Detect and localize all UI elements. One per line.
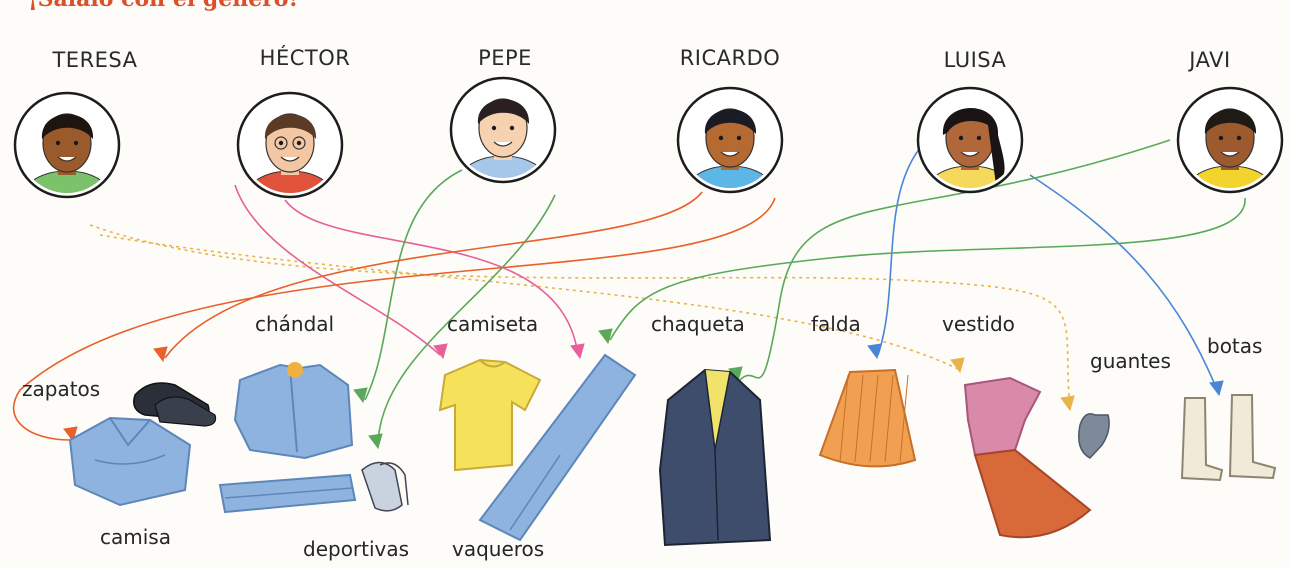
clothing-word-vaqueros: vaqueros	[452, 537, 545, 561]
camisa-illustration	[68, 416, 192, 507]
person-name-luisa: LUISA	[943, 48, 1007, 72]
arrowhead-pepe-deportivas	[368, 433, 383, 450]
people-portraits	[13, 76, 1284, 199]
person-name-pepe: PEPE	[478, 46, 532, 70]
hair	[477, 99, 530, 124]
arrowhead-pepe-chandal	[353, 387, 368, 404]
portrait-hector	[236, 91, 344, 199]
arrowhead-luisa-botas	[1209, 380, 1224, 397]
guantes-illustration	[1078, 413, 1110, 459]
portrait-javi	[1176, 86, 1284, 194]
deportivas-illustration	[361, 461, 409, 512]
portrait-pepe	[449, 76, 557, 184]
arrowhead-luisa-falda	[867, 343, 882, 360]
hair	[942, 107, 1005, 185]
connection-ricardo-zapatos	[164, 191, 703, 359]
connection-teresa-guantes	[89, 224, 1071, 411]
clothing-word-deportivas: deportivas	[303, 537, 410, 561]
connection-javi-vaqueros	[609, 197, 1246, 341]
arrowhead-hector-vaqueros	[570, 343, 585, 360]
vaqueros-illustration	[478, 353, 637, 542]
connection-hector-vaqueros	[284, 199, 579, 356]
clothing-word-falda: falda	[811, 312, 861, 336]
connection-hector-camiseta	[234, 184, 441, 356]
person-name-javi: JAVI	[1189, 48, 1231, 72]
hair	[704, 109, 757, 134]
person-name-hector: HÉCTOR	[259, 46, 351, 70]
connection-lines	[13, 139, 1246, 450]
falda-illustration	[818, 368, 917, 468]
person-name-teresa: TERESA	[52, 48, 138, 72]
exercise-title: ¡Sálalo con el género!	[28, 0, 298, 12]
portrait-ricardo	[676, 86, 784, 194]
arrowhead-teresa-guantes	[1060, 395, 1075, 412]
connection-luisa-botas	[1029, 174, 1219, 393]
botas-illustration	[1180, 394, 1277, 482]
clothing-word-chaqueta: chaqueta	[651, 312, 745, 336]
clothing-word-zapatos: zapatos	[22, 377, 101, 401]
portrait-teresa	[13, 91, 121, 199]
zapatos-illustration	[133, 382, 217, 427]
connection-pepe-deportivas	[377, 194, 556, 446]
arrowhead-hector-camiseta	[433, 343, 448, 360]
hair	[1204, 109, 1257, 134]
arrowhead-ricardo-zapatos	[153, 346, 168, 363]
connection-teresa-vestido	[99, 234, 961, 371]
hair	[264, 114, 317, 139]
hair	[41, 114, 94, 139]
chaqueta-illustration	[658, 368, 772, 547]
clothing-word-guantes: guantes	[1090, 349, 1171, 373]
clothing-word-vestido: vestido	[942, 312, 1015, 336]
arrowhead-javi-vaqueros	[598, 328, 613, 345]
vestido-illustration	[963, 376, 1092, 539]
clothing-word-camiseta: camiseta	[447, 312, 539, 336]
clothing-word-botas: botas	[1207, 334, 1263, 358]
clothing-word-camisa: camisa	[100, 525, 171, 549]
arrowhead-teresa-vestido	[950, 357, 965, 374]
clothing-illustrations	[68, 353, 1277, 547]
connection-pepe-chandal	[364, 169, 463, 401]
connection-luisa-falda	[877, 147, 921, 356]
portrait-luisa	[916, 86, 1024, 194]
clothing-word-chandal: chándal	[255, 312, 335, 336]
camiseta-illustration	[438, 358, 542, 472]
person-name-ricardo: RICARDO	[679, 46, 781, 70]
connection-ricardo-camisa	[13, 197, 776, 441]
chandal-illustration	[218, 362, 357, 514]
